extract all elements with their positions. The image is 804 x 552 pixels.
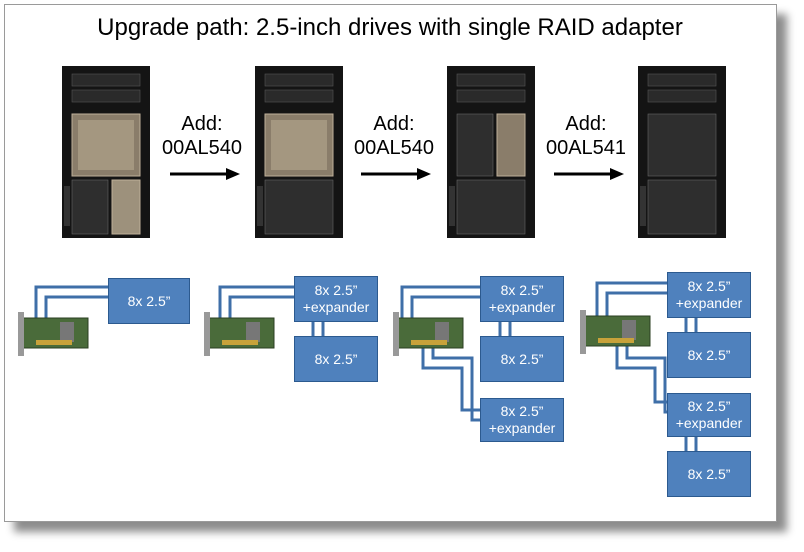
drive-box-label: 8x 2.5” (687, 278, 731, 294)
expander-label: +expander (488, 420, 556, 436)
drive-box-label: 8x 2.5” (687, 465, 731, 482)
drive-box-label: 8x 2.5” (314, 282, 358, 298)
drive-box-label: 8x 2.5” (687, 346, 731, 363)
upgrade-label-3-line1: Add: (565, 113, 607, 135)
raid-adapter-icon (18, 312, 89, 356)
raid-adapter-icon (393, 312, 464, 356)
server-stage-3 (447, 66, 535, 238)
upgrade-label-1-line1: Add: (181, 113, 223, 135)
upgrade-label-3: Add: 00AL541 (531, 112, 641, 160)
drive-box-label: 8x 2.5” (500, 282, 544, 298)
server-stage-1 (62, 66, 150, 238)
expander-label: +expander (488, 299, 556, 315)
drive-box-label: 8x 2.5” (687, 398, 731, 414)
drive-box: 8x 2.5” (667, 451, 751, 497)
expander-label: +expander (302, 299, 370, 315)
expander-label: +expander (675, 415, 743, 431)
drive-box-expander: 8x 2.5” +expander (294, 276, 378, 322)
server-stage-4 (638, 66, 726, 238)
drive-box: 8x 2.5” (294, 336, 378, 382)
arrow-right-icon (361, 168, 431, 180)
upgrade-label-3-line2: 00AL541 (545, 137, 627, 159)
expander-label: +expander (675, 295, 743, 311)
drive-box-label: 8x 2.5” (500, 350, 544, 367)
raid-adapter-icon (580, 310, 651, 354)
upgrade-label-2-line2: 00AL540 (353, 137, 435, 159)
drive-box-label: 8x 2.5” (127, 292, 171, 309)
upgrade-label-1: Add: 00AL540 (147, 112, 257, 160)
drive-box-expander: 8x 2.5” +expander (480, 398, 564, 442)
raid-adapter-icon (204, 312, 275, 356)
upgrade-label-1-line2: 00AL540 (161, 137, 243, 159)
drive-box-expander: 8x 2.5” +expander (480, 276, 564, 322)
drive-box-label: 8x 2.5” (314, 350, 358, 367)
drive-box: 8x 2.5” (108, 278, 190, 324)
drive-box-expander: 8x 2.5” +expander (667, 272, 751, 318)
drive-box-label: 8x 2.5” (500, 403, 544, 419)
arrow-right-icon (170, 168, 240, 180)
upgrade-label-2-line1: Add: (373, 113, 415, 135)
server-stage-2 (255, 66, 343, 238)
upgrade-label-2: Add: 00AL540 (339, 112, 449, 160)
diagram-title: Upgrade path: 2.5-inch drives with singl… (97, 14, 683, 41)
drive-box: 8x 2.5” (480, 336, 564, 382)
drive-box: 8x 2.5” (667, 332, 751, 378)
arrow-right-icon (554, 168, 624, 180)
drive-box-expander: 8x 2.5” +expander (667, 393, 751, 437)
